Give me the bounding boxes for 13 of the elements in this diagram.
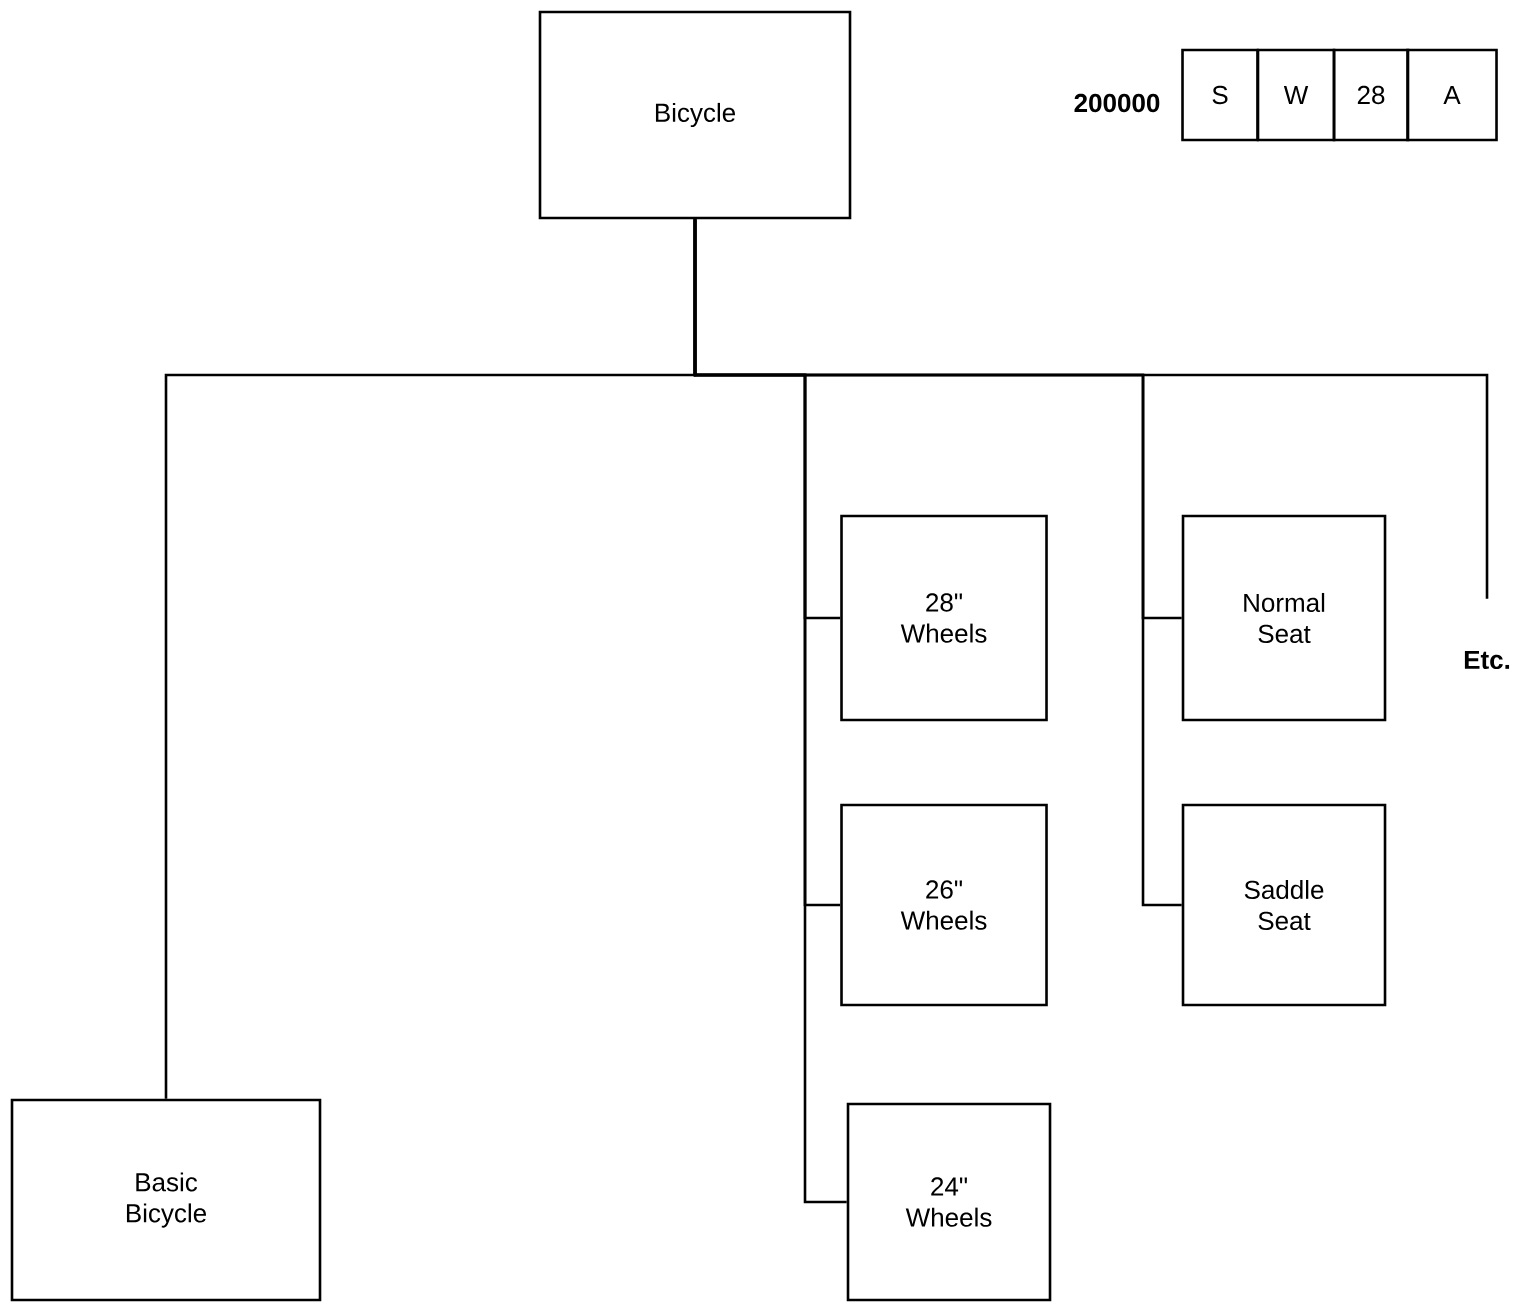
process-box: Saddle Seat [1181,803,1387,1007]
process-box: 24" Wheels [846,1102,1052,1302]
code-cell: A [1406,48,1498,142]
connector-line [693,219,1489,599]
process-box: Bicycle [538,10,852,220]
process-box: Normal Seat [1181,514,1387,722]
code-cell: S [1181,48,1259,142]
code-cell: 28 [1332,48,1410,142]
note-text: Etc. [1464,650,1510,670]
process-box: 28" Wheels [840,514,1048,722]
process-box: Basic Bicycle [10,1098,322,1302]
process-box: 26" Wheels [840,803,1048,1007]
code-cell: W [1256,48,1336,142]
